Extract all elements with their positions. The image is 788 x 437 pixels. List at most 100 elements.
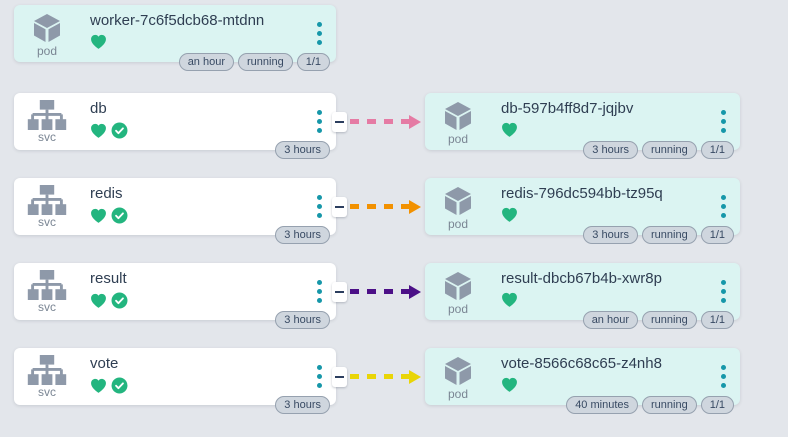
edge-result — [332, 263, 425, 320]
kebab-menu-button[interactable] — [302, 5, 336, 62]
hierarchy-icon — [26, 270, 68, 300]
hierarchy-icon — [26, 100, 68, 130]
kebab-menu-button[interactable] — [302, 93, 336, 150]
age-badge: 3 hours — [275, 141, 330, 159]
badge-row: an hour running 1/1 — [582, 311, 734, 329]
edge-redis — [332, 178, 425, 235]
arrowhead-icon — [409, 284, 421, 299]
status-badge: running — [642, 311, 697, 329]
dashed-line — [350, 204, 409, 209]
pod-card-worker[interactable]: pod worker-7c6f5dcb68-mtdnn an hour runn… — [14, 5, 336, 71]
resource-name: result — [90, 270, 127, 287]
check-circle-icon — [111, 292, 128, 309]
pod-card-vote[interactable]: pod vote-8566c68c65-z4nh8 40 minutes run… — [425, 348, 740, 414]
kebab-menu-button[interactable] — [706, 348, 740, 405]
edge-collapse-handle[interactable] — [332, 111, 347, 132]
kebab-menu-button[interactable] — [302, 348, 336, 405]
check-circle-icon — [111, 122, 128, 139]
age-badge: 3 hours — [583, 141, 638, 159]
edge-db — [332, 93, 425, 150]
resource-name: worker-7c6f5dcb68-mtdnn — [90, 12, 265, 29]
resource-name: redis — [90, 185, 123, 202]
service-card-redis[interactable]: svc redis 3 hours — [14, 178, 336, 244]
pod-icon-wrap: pod — [425, 178, 491, 235]
resource-name: vote — [90, 355, 119, 372]
pod-card-db[interactable]: pod db-597b4ff8d7-jqjbv 3 hours running … — [425, 93, 740, 159]
kebab-menu-button[interactable] — [302, 178, 336, 235]
age-badge: 3 hours — [275, 311, 330, 329]
dashed-line — [350, 289, 409, 294]
kebab-menu-button[interactable] — [706, 178, 740, 235]
status-badge: running — [642, 226, 697, 244]
dashed-line — [350, 374, 409, 379]
cube-icon — [445, 187, 471, 215]
edge-vote — [332, 348, 425, 405]
graph-row-result: svc result 3 hours pod — [14, 263, 740, 329]
age-badge: an hour — [582, 311, 638, 329]
status-badge: running — [642, 396, 697, 414]
kebab-menu-button[interactable] — [706, 93, 740, 150]
kebab-menu-button[interactable] — [706, 263, 740, 320]
age-badge: 40 minutes — [566, 396, 638, 414]
pod-card-result[interactable]: pod result-dbcb67b4b-xwr8p an hour runni… — [425, 263, 740, 329]
pod-card-redis[interactable]: pod redis-796dc594bb-tz95q 3 hours runni… — [425, 178, 740, 244]
badge-row: an hour running 1/1 — [178, 53, 330, 71]
edge-collapse-handle[interactable] — [332, 281, 347, 302]
check-circle-icon — [111, 207, 128, 224]
edge-collapse-handle[interactable] — [332, 196, 347, 217]
minus-icon — [335, 120, 344, 123]
service-card-result[interactable]: svc result 3 hours — [14, 263, 336, 329]
badge-row: 3 hours — [275, 141, 330, 159]
kebab-menu-button[interactable] — [302, 263, 336, 320]
kind-label: pod — [447, 132, 469, 146]
resource-name: redis-796dc594bb-tz95q — [501, 185, 663, 202]
service-card-db[interactable]: svc db 3 hours — [14, 93, 336, 159]
edge-collapse-handle[interactable] — [332, 366, 347, 387]
heart-icon — [502, 292, 517, 307]
graph-row-db: svc db 3 hours pod — [14, 93, 740, 159]
kind-label: pod — [447, 387, 469, 401]
ready-badge: 1/1 — [700, 141, 734, 159]
minus-icon — [335, 205, 344, 208]
minus-icon — [335, 375, 344, 378]
ready-badge: 1/1 — [700, 226, 734, 244]
pod-icon-wrap: pod — [425, 348, 491, 405]
age-badge: an hour — [178, 53, 234, 71]
ready-badge: 1/1 — [700, 396, 734, 414]
check-circle-icon — [111, 377, 128, 394]
heart-icon — [502, 207, 517, 222]
cube-icon — [445, 272, 471, 300]
status-badge: running — [238, 53, 293, 71]
cube-icon — [34, 14, 60, 42]
pod-icon-wrap: pod — [425, 263, 491, 320]
cube-icon — [445, 357, 471, 385]
heart-icon — [91, 123, 106, 138]
heart-icon — [91, 378, 106, 393]
pod-icon-wrap: pod — [425, 93, 491, 150]
service-card-vote[interactable]: svc vote 3 hours — [14, 348, 336, 414]
badge-row: 3 hours — [275, 311, 330, 329]
arrowhead-icon — [409, 199, 421, 214]
heart-icon — [502, 122, 517, 137]
resource-name: db — [90, 100, 107, 117]
graph-row-redis: svc redis 3 hours pod — [14, 178, 740, 244]
graph-row-worker: pod worker-7c6f5dcb68-mtdnn an hour runn… — [14, 5, 336, 71]
kind-label: pod — [36, 44, 58, 58]
kind-label: svc — [38, 130, 56, 144]
cube-icon — [445, 102, 471, 130]
ready-badge: 1/1 — [700, 311, 734, 329]
arrowhead-icon — [409, 114, 421, 129]
age-badge: 3 hours — [275, 226, 330, 244]
minus-icon — [335, 290, 344, 293]
arrowhead-icon — [409, 369, 421, 384]
badge-row: 3 hours — [275, 396, 330, 414]
kind-label: pod — [447, 302, 469, 316]
svc-icon-wrap: svc — [14, 93, 80, 150]
heart-icon — [91, 34, 106, 49]
heart-icon — [91, 208, 106, 223]
hierarchy-icon — [26, 355, 68, 385]
svc-icon-wrap: svc — [14, 178, 80, 235]
heart-icon — [502, 377, 517, 392]
svc-icon-wrap: svc — [14, 348, 80, 405]
kind-label: pod — [447, 217, 469, 231]
